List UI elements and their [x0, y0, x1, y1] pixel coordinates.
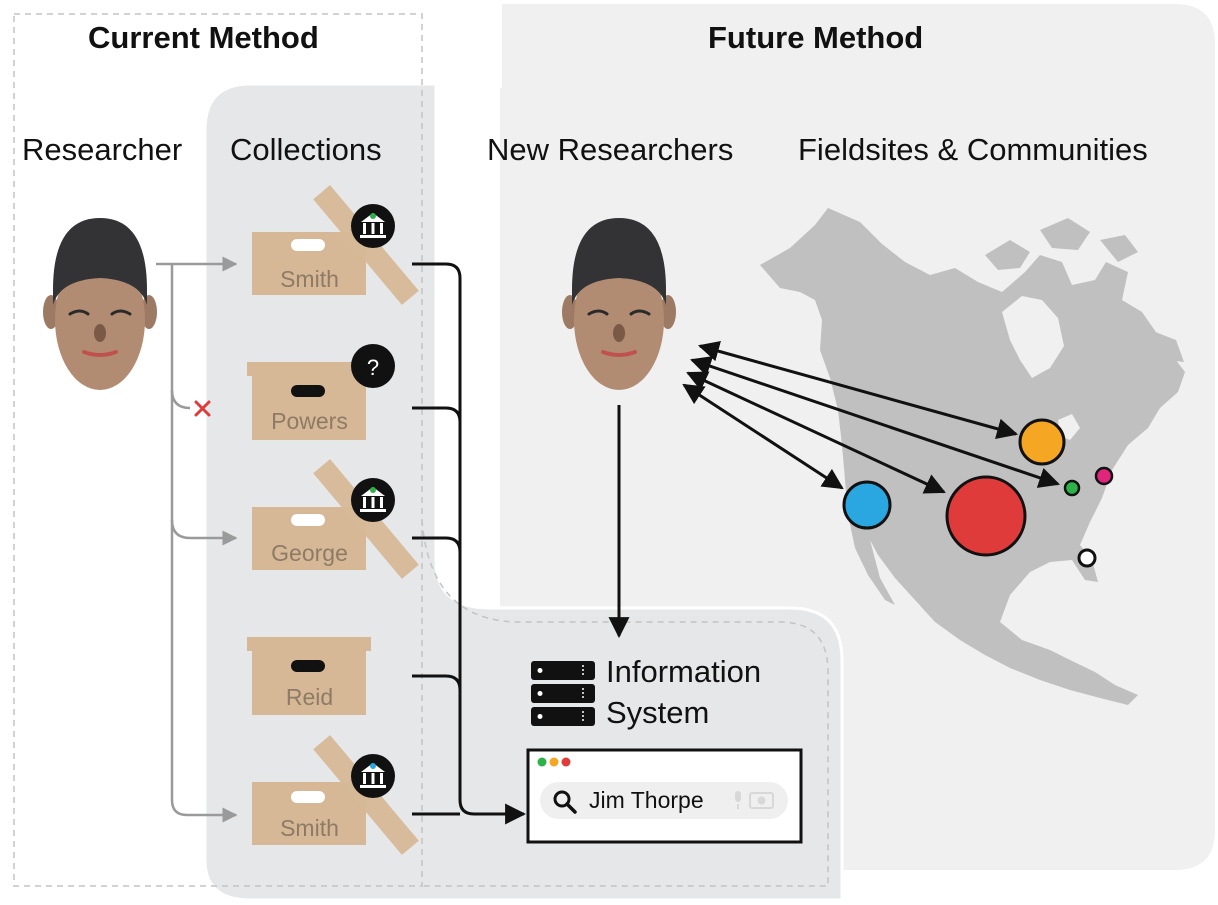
collection-box-reid [247, 637, 371, 715]
reject-mark-icon [194, 400, 211, 417]
search-icon [553, 790, 577, 814]
window-dot-red [561, 757, 571, 767]
researcher-avatar [43, 218, 157, 390]
search-field-bg [540, 782, 788, 819]
site-arrows [682, 340, 1060, 494]
info-system-dashed-frame [421, 519, 829, 887]
collection-label-george: George [271, 540, 348, 566]
site-circle-green [1063, 479, 1081, 497]
heading-future-method: Future Method [708, 20, 924, 55]
column-new-researchers: New Researchers [487, 132, 734, 167]
column-fieldsites: Fieldsites & Communities [798, 132, 1148, 167]
collection-box-powers: ? [247, 344, 395, 440]
collection-label-reid: Reid [285, 684, 334, 710]
heading-current-method: Current Method [88, 20, 319, 55]
column-researcher: Researcher [22, 132, 183, 167]
search-window [526, 748, 803, 844]
info-system-line2: System [606, 695, 710, 730]
site-circle-pink [1094, 466, 1114, 486]
collection-box-george [252, 459, 419, 579]
microphone-icon [735, 791, 741, 809]
info-system-line1: Information [606, 654, 762, 689]
collection-label-smith: Smith [280, 266, 339, 292]
site-circle-orange [1018, 418, 1066, 466]
collection-box-smith-2 [252, 735, 419, 855]
new-researcher-avatar [562, 218, 676, 390]
window-dot-yellow [549, 757, 559, 767]
camera-icon [749, 792, 774, 809]
site-circle-red [945, 475, 1027, 557]
search-input[interactable]: Jim Thorpe [589, 787, 704, 813]
collection-badge-question: ? [367, 355, 379, 380]
collection-label-smith-2: Smith [280, 815, 339, 841]
panel-notch-curve [436, 4, 502, 86]
site-circle-blue [842, 480, 892, 530]
collection-label-powers: Powers [271, 408, 348, 434]
column-collections: Collections [230, 132, 382, 167]
server-icon [531, 661, 595, 726]
current-access-arrows [156, 256, 238, 823]
site-circle-white [1077, 548, 1097, 568]
collection-flow-lines [412, 262, 527, 825]
window-dot-green [537, 757, 547, 767]
current-method-frame [13, 13, 423, 887]
collection-box-smith [252, 185, 419, 305]
